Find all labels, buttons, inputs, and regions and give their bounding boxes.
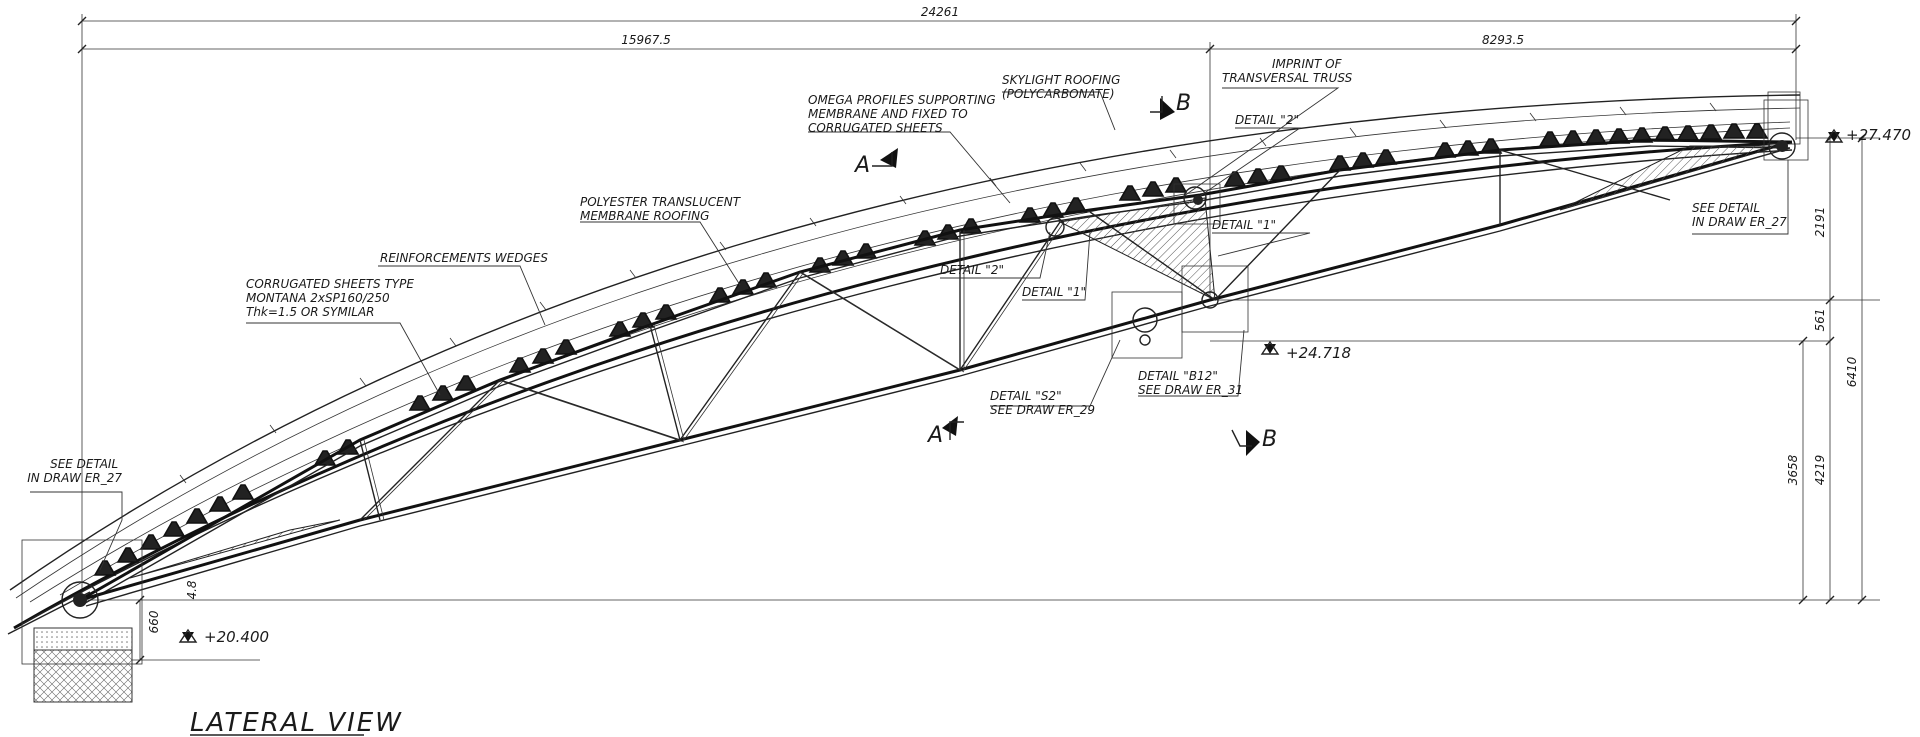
see-detail-right: SEE DETAIL IN DRAW ER_27 <box>1692 201 1787 229</box>
skylight-note: SKYLIGHT ROOFING (POLYCARBONATE) <box>1002 73 1124 101</box>
detail-b12: DETAIL "B12" SEE DRAW ER_31 <box>1138 369 1243 397</box>
detail-2-mid: DETAIL "2" <box>940 263 1004 277</box>
annotations: SEE DETAIL IN DRAW ER_27 CORRUGATED SHEE… <box>27 57 1787 485</box>
truss <box>7 99 1809 665</box>
corrugated-note: CORRUGATED SHEETS TYPE MONTANA 2xSP160/2… <box>246 277 418 319</box>
section-a-top: A <box>853 153 870 178</box>
dim-660: 660 <box>147 610 161 633</box>
leaders <box>30 87 1789 571</box>
section-a-bottom: A <box>926 423 943 448</box>
dim-small: 4.8 <box>185 580 199 599</box>
detail-s2: DETAIL "S2" SEE DRAW ER_29 <box>990 389 1095 417</box>
elevation-markers: +27.470 +24.718 +20.400 <box>178 126 1911 646</box>
elev-mid: +24.718 <box>1286 344 1351 362</box>
detail-1-right: DETAIL "1" <box>1212 218 1276 232</box>
dim-3658: 3658 <box>1786 454 1800 485</box>
top-dimensions: 24261 15967.5 8293.5 <box>77 5 1801 600</box>
reinforcements-note: REINFORCEMENTS WEDGES <box>380 251 548 265</box>
see-detail-left: SEE DETAIL IN DRAW ER_27 <box>27 457 122 485</box>
elev-base: +20.400 <box>204 628 269 646</box>
omega-profiles <box>93 123 1769 576</box>
dim-6410: 6410 <box>1845 356 1859 387</box>
roof-curves <box>9 91 1801 630</box>
section-marks: A B A B <box>853 91 1277 456</box>
polyester-note: POLYESTER TRANSLUCENT MEMBRANE ROOFING <box>580 195 744 223</box>
imprint-note: IMPRINT OF TRANSVERSAL TRUSS <box>1222 57 1353 85</box>
elev-top: +27.470 <box>1846 126 1911 144</box>
dim-2191: 2191 <box>1813 207 1827 238</box>
dim-4219: 4219 <box>1813 455 1827 486</box>
dim-561: 561 <box>1813 309 1827 332</box>
detail-1-mid: DETAIL "1" <box>1022 285 1086 299</box>
title-block: LATERAL VIEW <box>190 708 403 737</box>
section-b-top: B <box>1176 91 1191 116</box>
dim-left-span: 15967.5 <box>621 33 671 47</box>
dim-right-span: 8293.5 <box>1482 33 1524 47</box>
omega-note: OMEGA PROFILES SUPPORTING MEMBRANE AND F… <box>808 93 1000 135</box>
drawing-title: LATERAL VIEW <box>190 708 403 737</box>
detail-2-top: DETAIL "2" <box>1235 113 1299 127</box>
right-dimensions: 2191 561 6410 4219 3658 <box>82 133 1880 605</box>
section-b-bottom: B <box>1262 427 1277 452</box>
dim-overall: 24261 <box>921 5 959 19</box>
base-support: 660 4.8 <box>33 580 260 703</box>
